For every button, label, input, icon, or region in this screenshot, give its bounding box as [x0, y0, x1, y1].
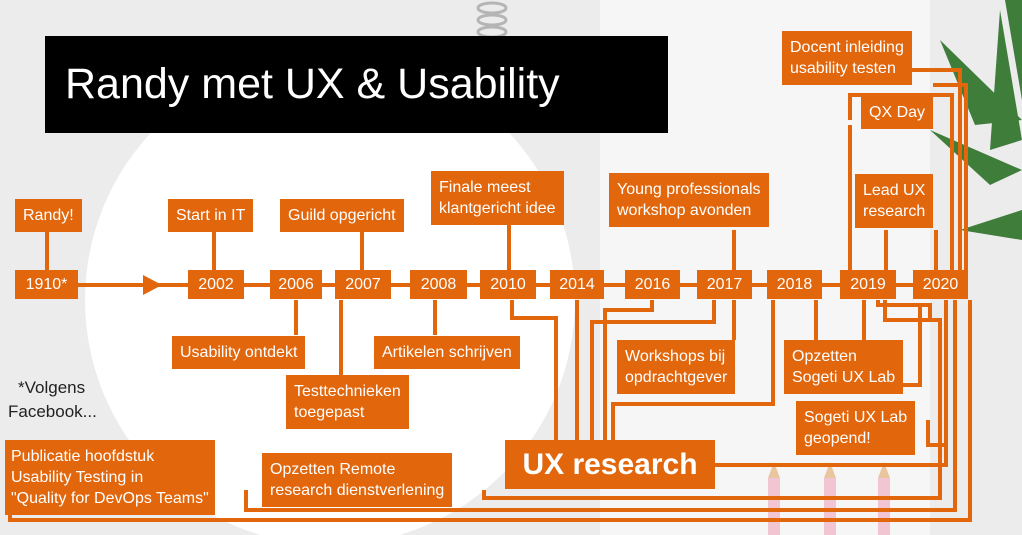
event-finale-line2: klantgericht idee	[439, 198, 556, 219]
event-randy-text: Randy!	[23, 207, 74, 224]
event-finale-line1: Finale meest	[439, 177, 556, 198]
year-2020: 2020	[913, 270, 968, 299]
ux-research-label: UX research	[505, 440, 715, 489]
event-artikelen: Artikelen schrijven	[374, 336, 520, 369]
event-opzetten-lab-line2: Sogeti UX Lab	[792, 367, 895, 388]
event-opzetten-lab: Opzetten Sogeti UX Lab	[784, 340, 903, 394]
year-2018: 2018	[767, 270, 822, 299]
event-lab-geopend: Sogeti UX Lab geopend!	[796, 401, 915, 455]
year-2014: 2014	[550, 270, 604, 299]
event-testtechnieken: Testtechnieken toegepast	[286, 375, 409, 429]
event-testtech-line1: Testtechnieken	[294, 381, 401, 402]
footnote-line2: Facebook...	[8, 400, 97, 424]
year-1910: 1910*	[15, 270, 78, 299]
event-remote-research: Opzetten Remote research dienstverlening	[262, 453, 452, 507]
event-lab-geopend-line1: Sogeti UX Lab	[804, 407, 907, 428]
event-docent: Docent inleiding usability testen	[782, 31, 912, 85]
event-randy: Randy!	[15, 199, 82, 232]
event-workshops: Workshops bij opdrachtgever	[617, 340, 735, 394]
event-remote-line2: research dienstverlening	[270, 480, 444, 501]
event-start-it: Start in IT	[168, 199, 253, 232]
event-docent-line1: Docent inleiding	[790, 37, 904, 58]
year-2016: 2016	[625, 270, 680, 299]
event-publicatie-line1: Publicatie hoofdstuk	[11, 446, 209, 467]
year-2008: 2008	[410, 270, 467, 299]
year-2006: 2006	[270, 270, 322, 299]
event-young-line1: Young professionals	[617, 179, 761, 200]
year-2002: 2002	[188, 270, 244, 299]
event-lead-line2: research	[863, 201, 925, 222]
footnote: *Volgens Facebook...	[8, 376, 97, 424]
event-remote-line1: Opzetten Remote	[270, 459, 444, 480]
year-2010: 2010	[480, 270, 536, 299]
event-qx-day-text: QX Day	[869, 104, 925, 121]
event-guild: Guild opgericht	[280, 199, 404, 232]
event-start-it-text: Start in IT	[176, 207, 245, 224]
event-lab-geopend-line2: geopend!	[804, 428, 907, 449]
event-finale: Finale meest klantgericht idee	[431, 171, 564, 225]
event-docent-line2: usability testen	[790, 58, 904, 79]
year-2019: 2019	[840, 270, 896, 299]
event-lead-ux: Lead UX research	[855, 174, 933, 228]
event-usability-ontdekt: Usability ontdekt	[172, 336, 305, 369]
event-artikelen-text: Artikelen schrijven	[382, 344, 512, 361]
footnote-line1: *Volgens	[8, 376, 97, 400]
event-publicatie: Publicatie hoofdstuk Usability Testing i…	[5, 440, 215, 515]
event-guild-text: Guild opgericht	[288, 207, 396, 224]
event-young-professionals: Young professionals workshop avonden	[609, 173, 769, 227]
event-usability-ontdekt-text: Usability ontdekt	[180, 344, 297, 361]
event-lead-line1: Lead UX	[863, 180, 925, 201]
event-qx-day: QX Day	[861, 96, 933, 129]
page-title: Randy met UX & Usability	[45, 36, 668, 133]
event-workshops-line1: Workshops bij	[625, 346, 727, 367]
year-2007: 2007	[335, 270, 391, 299]
event-publicatie-line2: Usability Testing in	[11, 467, 209, 488]
event-young-line2: workshop avonden	[617, 200, 761, 221]
event-publicatie-line3: "Quality for DevOps Teams"	[11, 488, 209, 509]
event-testtech-line2: toegepast	[294, 402, 401, 423]
event-workshops-line2: opdrachtgever	[625, 367, 727, 388]
year-2017: 2017	[697, 270, 752, 299]
event-opzetten-lab-line1: Opzetten	[792, 346, 895, 367]
